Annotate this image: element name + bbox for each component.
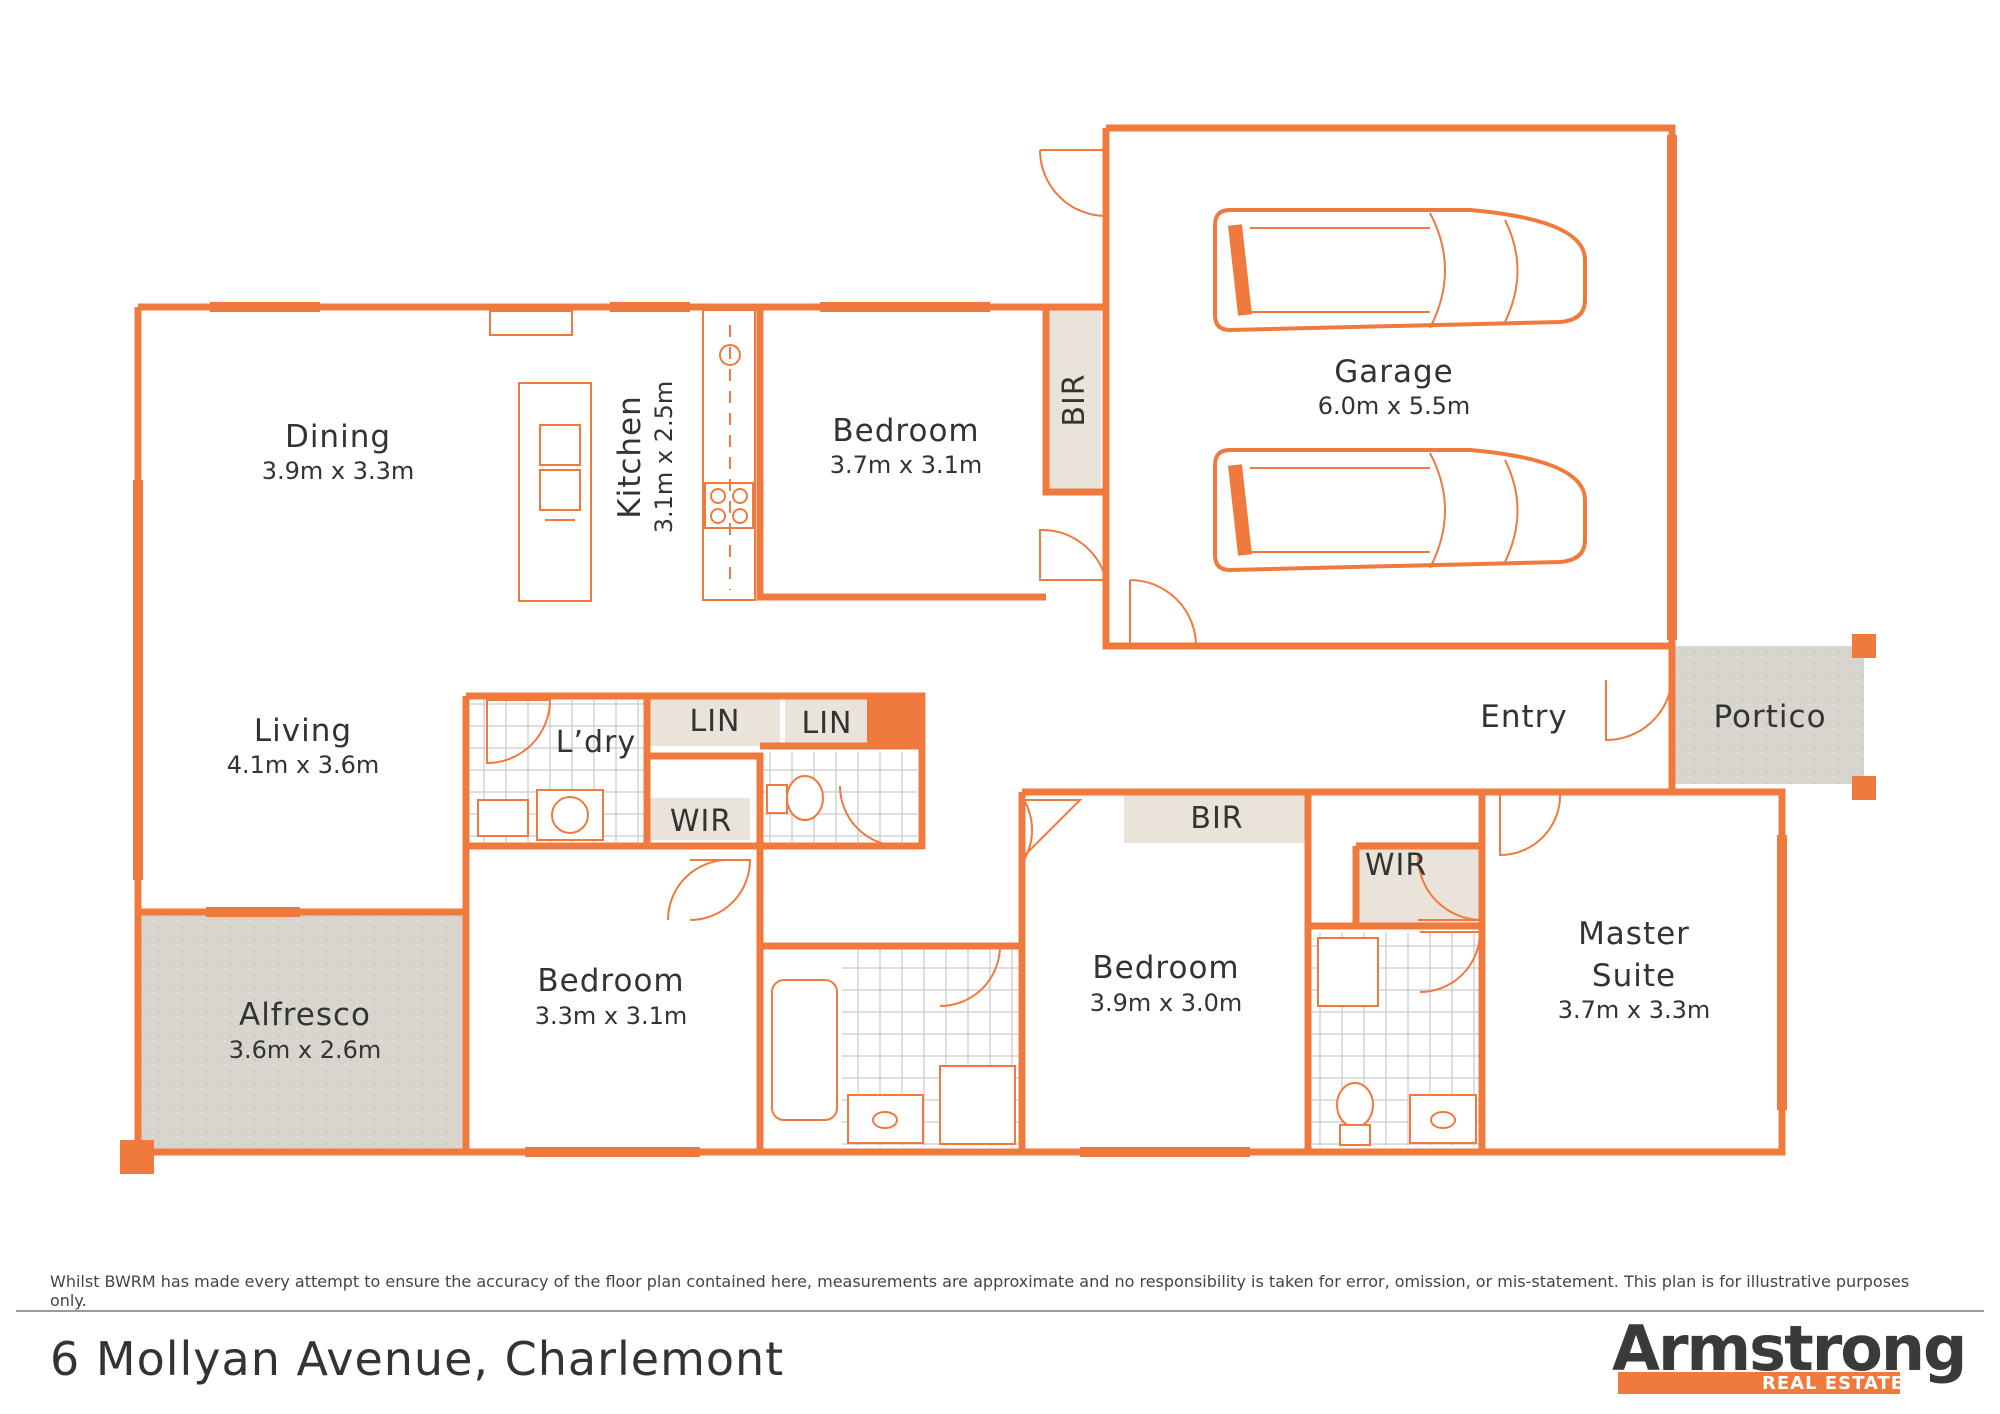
- agency-logo: Armstrong REAL ESTATE: [1612, 1312, 1967, 1400]
- exterior-walls: [134, 124, 1786, 1156]
- corner-marker: [1852, 634, 1876, 658]
- entry-label: Entry: [1480, 699, 1567, 735]
- bir-top-label: BIR: [1057, 373, 1092, 426]
- bedroom-left-dims: 3.3m x 3.1m: [535, 1002, 688, 1030]
- car-icon: [1213, 208, 1587, 333]
- bir-top-fill: [1046, 307, 1101, 492]
- doors: [486, 149, 1673, 1007]
- bir-mid-label: BIR: [1190, 801, 1243, 836]
- lin-1-fill: [650, 694, 780, 746]
- alfresco-paving: [138, 912, 466, 1150]
- kitchen-dims: 3.1m x 2.5m: [650, 381, 678, 534]
- lin-1-label: LIN: [689, 704, 740, 739]
- lin-2-label: LIN: [801, 706, 852, 741]
- car-icon: [1213, 448, 1587, 573]
- interior-walls: [138, 307, 1782, 1152]
- master-label-1: Master: [1578, 916, 1690, 952]
- property-address: 6 Mollyan Avenue, Charlemont: [50, 1332, 785, 1386]
- windows: [133, 135, 1787, 1157]
- bedroom-top-dims: 3.7m x 3.1m: [830, 451, 983, 479]
- dining-dims: 3.9m x 3.3m: [262, 457, 415, 485]
- living-dims: 4.1m x 3.6m: [227, 751, 380, 779]
- kitchen-fittings: [518, 309, 756, 602]
- bedroom-top-label: Bedroom: [832, 413, 979, 449]
- logo-bar: [1618, 1372, 1900, 1394]
- wir-1-fill: [650, 798, 750, 840]
- laundry-label: L’dry: [556, 725, 636, 760]
- wir-1-label: WIR: [670, 804, 732, 839]
- wir-2-label: WIR: [1365, 848, 1427, 883]
- bir-mid-fill: [1124, 791, 1306, 843]
- lin-2-fill: [785, 694, 867, 746]
- lin-block: [867, 694, 922, 746]
- portico-paving: [1672, 646, 1864, 784]
- alfresco-label: Alfresco: [239, 997, 371, 1033]
- garage-dims: 6.0m x 5.5m: [1318, 392, 1471, 420]
- corner-marker: [1852, 776, 1876, 800]
- divider: [16, 1310, 1984, 1312]
- kitchen-label: Kitchen: [612, 395, 648, 519]
- living-label: Living: [254, 713, 352, 749]
- master-dims: 3.7m x 3.3m: [1558, 996, 1711, 1024]
- bedroom-mid-dims: 3.9m x 3.0m: [1090, 989, 1243, 1017]
- dining-label: Dining: [285, 419, 391, 455]
- portico-label: Portico: [1713, 699, 1826, 735]
- bedroom-mid-label: Bedroom: [1092, 950, 1239, 986]
- wir-2-fill: [1356, 842, 1482, 924]
- bedroom-left-label: Bedroom: [537, 963, 684, 999]
- master-label-2: Suite: [1592, 958, 1676, 994]
- alfresco-dims: 3.6m x 2.6m: [229, 1036, 382, 1064]
- logo-subtitle: REAL ESTATE: [1762, 1373, 1905, 1394]
- disclaimer: Whilst BWRM has made every attempt to en…: [50, 1272, 1910, 1310]
- garage-label: Garage: [1334, 354, 1454, 390]
- fixtures: [477, 775, 1477, 1146]
